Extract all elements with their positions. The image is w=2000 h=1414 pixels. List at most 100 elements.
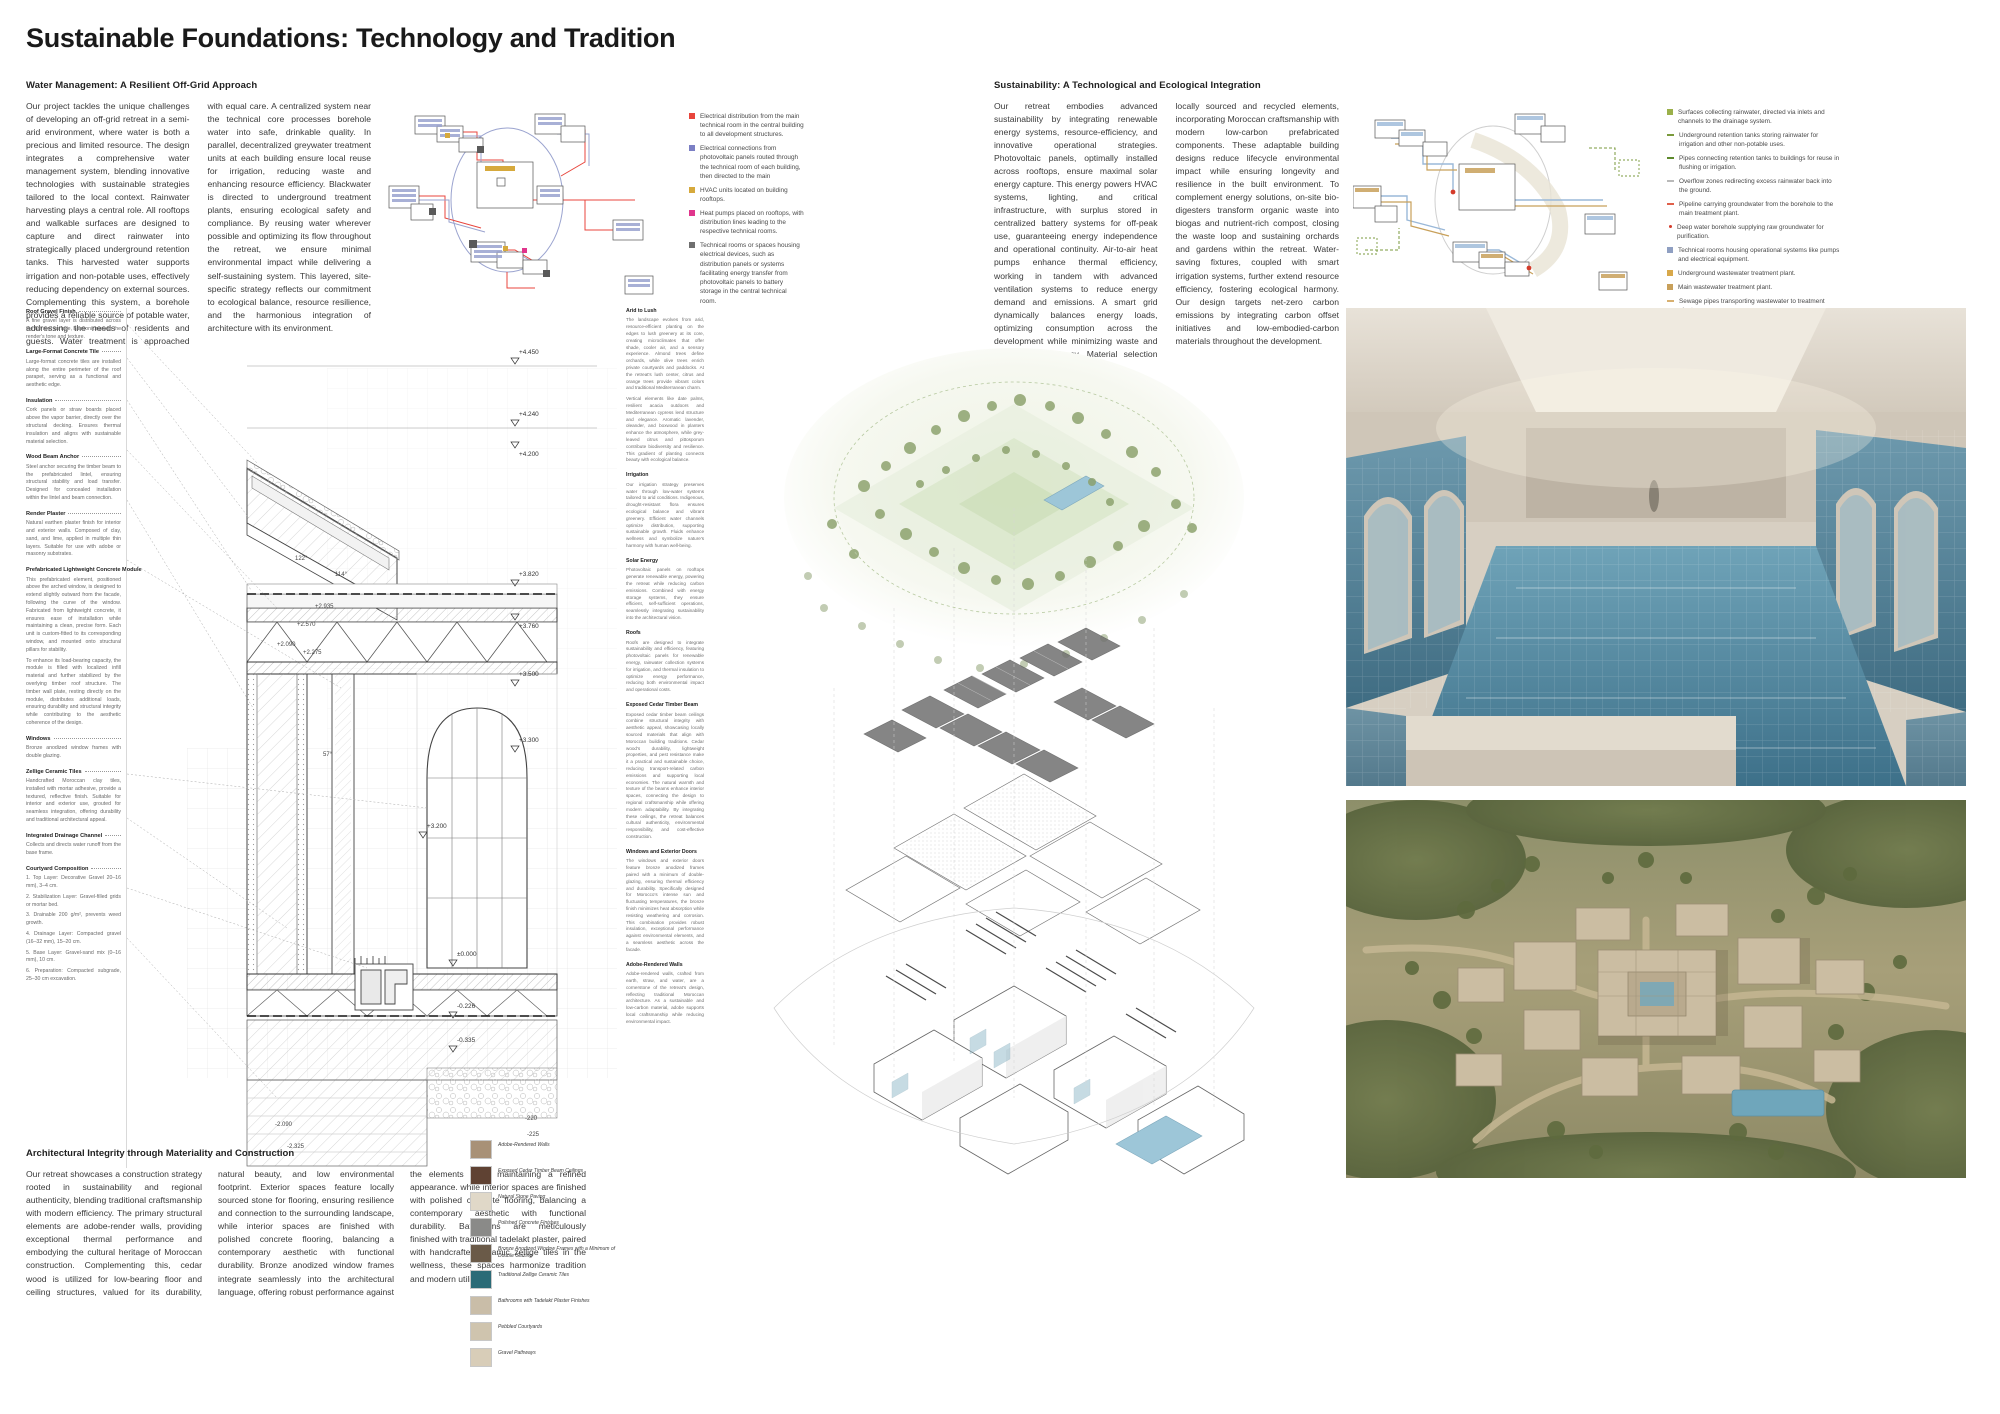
- water-network-diagram: [1352, 99, 1653, 300]
- axo-annotation-title: Arid to Lush: [626, 307, 657, 314]
- svg-text:+4.450: +4.450: [519, 349, 539, 356]
- axo-annotation-body: Photovoltaic panels on rooftops generate…: [626, 567, 704, 621]
- legend-item: HVAC units located on building rooftops.: [689, 186, 804, 205]
- annotation-courtyard-composition: Courtyard Composition 1. Top Layer: Deco…: [26, 865, 121, 984]
- axo-annotation-body: Our irrigation strategy preserves water …: [626, 481, 704, 548]
- angle-mark: 57°: [323, 752, 333, 758]
- material-swatch-adobe: [470, 1140, 492, 1159]
- material-row: Gravel Pathways: [470, 1348, 620, 1367]
- svg-text:-0.335: -0.335: [457, 1037, 476, 1044]
- legend-item: Pipeline carrying groundwater from the b…: [1667, 200, 1842, 219]
- sustainability-heading: Sustainability: A Technological and Ecol…: [994, 79, 1261, 91]
- legend-swatch-heat-pumps: [689, 209, 695, 216]
- annotation-body: Natural earthen plaster finish for inter…: [26, 520, 121, 558]
- angle-mark: 114°: [335, 572, 348, 578]
- svg-text:-0.226: -0.226: [457, 1003, 476, 1010]
- dimension-mark: -2.325: [287, 1144, 305, 1150]
- annotation-title: Integrated Drainage Channel: [26, 832, 103, 839]
- annotation-body: Handcrafted Moroccan clay tiles, install…: [26, 778, 121, 824]
- material-label: Pebbled Courtyards: [498, 1324, 543, 1330]
- leader-dots-icon: [84, 770, 121, 772]
- level-mark: ±0.000: [448, 951, 477, 967]
- level-mark: -0.226: [448, 1003, 476, 1019]
- legend-swatch-main-wwtp: [1667, 283, 1673, 290]
- annotation-windows: Windows Bronze anodized window frames wi…: [26, 735, 121, 761]
- legend-swatch-technical-rooms-water: [1667, 247, 1673, 254]
- sustainability-text: Our retreat embodies advanced sustainabi…: [994, 100, 1339, 389]
- svg-text:+3.820: +3.820: [519, 571, 539, 578]
- materiality-heading: Architectural Integrity through Material…: [26, 1148, 295, 1159]
- svg-text:+4.240: +4.240: [519, 411, 539, 418]
- svg-text:+3.500: +3.500: [519, 671, 539, 678]
- render-column: [1346, 307, 1966, 1178]
- legend-swatch-sewage-pipes: [1667, 299, 1674, 302]
- annotation-insulation: Insulation Cork panels or straw boards p…: [26, 397, 121, 446]
- leader-dots-icon: [78, 310, 121, 312]
- dimension-mark: -2.090: [275, 1122, 293, 1128]
- legend-text: Electrical connections from photovoltaic…: [700, 145, 801, 180]
- legend-text: Main wastewater treatment plant.: [1678, 283, 1773, 291]
- annotation-body-1: 1. Top Layer: Decorative Gravel 20–16 mm…: [26, 875, 121, 890]
- annotation-title: Prefabricated Lightweight Concrete Modul…: [26, 567, 142, 574]
- annotation-body: Cork panels or straw boards placed above…: [26, 407, 121, 445]
- annotation-render-plaster: Render Plaster Natural earthen plaster f…: [26, 510, 121, 559]
- axo-annotation-arid-to-lush: Arid to Lush The landscape evolves from …: [626, 308, 704, 464]
- annotation-body: This prefabricated element, positioned a…: [26, 576, 121, 653]
- annotation-title: Wood Beam Anchor: [26, 454, 80, 461]
- annotation-title: Insulation: [26, 398, 53, 405]
- legend-item: Underground retention tanks storing rain…: [1667, 131, 1842, 150]
- dimension-mark: +2.935: [315, 604, 334, 610]
- axo-annotation-exposed-cedar-timber-beam: Exposed Cedar Timber Beam Exposed cedar …: [626, 702, 704, 841]
- sustainability-col-2: locally sourced and recycled elements, i…: [1175, 100, 1340, 346]
- level-mark: +3.760: [510, 613, 539, 630]
- axo-annotation-title: Irrigation: [626, 472, 649, 479]
- main-content-row: Roof Gravel Finish A fine gravel layer i…: [26, 307, 1974, 1178]
- detail-annotation-list: Roof Gravel Finish A fine gravel layer i…: [26, 308, 142, 984]
- material-swatch-pebbled-courtyard: [470, 1322, 492, 1341]
- legend-swatch-hvac: [689, 186, 695, 193]
- annotation-title: Zellige Ceramic Tiles: [26, 768, 82, 775]
- legend-swatch-overflow-zones: [1667, 179, 1674, 182]
- legend-item: Deep water borehole supplying raw ground…: [1667, 223, 1842, 242]
- materiality-text: Our retreat showcases a construction str…: [26, 1168, 586, 1299]
- annotation-body: A fine gravel layer is distributed acros…: [26, 318, 121, 340]
- annotation-title: Large-Format Concrete Tile: [26, 349, 99, 356]
- material-swatch-bronze-window: [470, 1244, 492, 1263]
- annotation-body: Large-format concrete tiles are installe…: [26, 358, 121, 389]
- level-mark: +4.450: [247, 349, 597, 366]
- level-mark: +3.200: [418, 823, 447, 839]
- legend-text: Underground wastewater treatment plant.: [1678, 270, 1796, 278]
- material-swatch-cedar: [470, 1166, 492, 1185]
- water-col-2: Water treatment is approached with equal…: [60, 100, 371, 346]
- axo-annotation-body: The windows and exterior doors feature b…: [626, 858, 704, 952]
- axo-annotation-body: Adobe-rendered walls, crafted from earth…: [626, 971, 704, 1024]
- interior-pool-render: [1346, 307, 1966, 786]
- materiality-col-2: while interior spaces are finished with …: [218, 1169, 586, 1297]
- annotation-body: Collects and directs water runoff from t…: [26, 842, 121, 857]
- level-mark: -0.335: [448, 1037, 476, 1053]
- legend-item: Electrical distribution from the main te…: [689, 112, 804, 140]
- annotation-wood-beam-anchor: Wood Beam Anchor Steel anchor securing t…: [26, 453, 121, 502]
- legend-text: Overflow zones redirecting excess rainwa…: [1679, 177, 1832, 195]
- legend-item: Main wastewater treatment plant.: [1667, 283, 1842, 292]
- legend-text: Technical rooms housing operational syst…: [1678, 247, 1840, 264]
- legend-swatch-underground-wwtp: [1667, 270, 1673, 277]
- legend-item: Overflow zones redirecting excess rainwa…: [1667, 177, 1842, 196]
- sustainability-section: Sustainability: A Technological and Ecol…: [994, 79, 1952, 383]
- wall-volume-layer: [873, 985, 1245, 1175]
- legend-text: Heat pumps placed on rooftops, with dist…: [700, 209, 804, 236]
- annotation-body: Steel anchor securing the timber beam to…: [26, 463, 121, 501]
- pool-plan: [1115, 1115, 1203, 1165]
- annotation-zellige-ceramic-tiles: Zellige Ceramic Tiles Handcrafted Morocc…: [26, 768, 121, 825]
- legend-swatch-reuse-pipes: [1667, 156, 1674, 159]
- annotation-prefabricated-lightweight-concrete-module: Prefabricated Lightweight Concrete Modul…: [26, 566, 142, 728]
- annotation-title: Roof Gravel Finish: [26, 308, 76, 315]
- materiality-col-1: Our retreat showcases a construction str…: [26, 1169, 394, 1297]
- legend-swatch-rainwater-surfaces: [1667, 108, 1673, 115]
- legend-text: Underground retention tanks storing rain…: [1679, 131, 1819, 149]
- material-label: Exposed Cedar Timber Beam Ceilings: [498, 1168, 583, 1174]
- water-management-text: Our project tackles the unique challenge…: [26, 100, 371, 348]
- material-row: Polished Concrete Finishes: [470, 1218, 620, 1237]
- material-row: Traditional Zellige Ceramic Tiles: [470, 1270, 620, 1289]
